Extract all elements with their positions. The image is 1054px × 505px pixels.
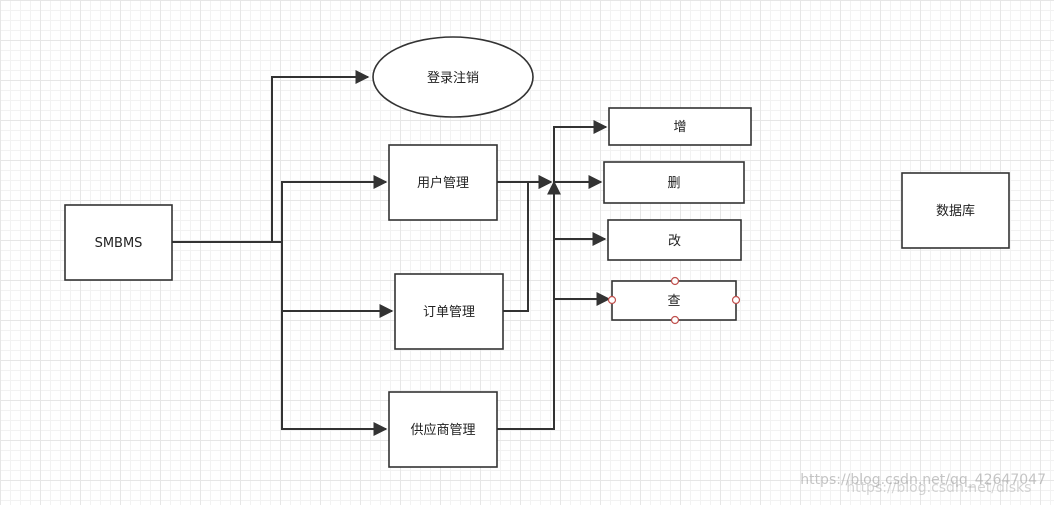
node-smbms[interactable]: SMBMS [64, 204, 173, 281]
node-add-label: 增 [673, 120, 686, 135]
node-login-label: 登录注销 [427, 71, 479, 86]
node-supplier-label: 供应商管理 [410, 422, 475, 438]
connectors [172, 70, 611, 436]
watermark-line-2: https://blog.csdn.net/disks [846, 480, 1032, 496]
node-database[interactable]: 数据库 [901, 172, 1010, 249]
resize-handle-top[interactable] [670, 276, 680, 286]
edge-smbms-login [172, 70, 370, 243]
node-user-label: 用户管理 [417, 175, 469, 191]
node-query[interactable]: 查 [607, 276, 741, 325]
node-delete-label: 删 [667, 176, 680, 191]
node-supplier-management[interactable]: 供应商管理 [388, 391, 498, 468]
edge-hub-add [553, 120, 608, 182]
node-smbms-label: SMBMS [95, 236, 143, 251]
node-order-label: 订单管理 [423, 305, 475, 320]
edge-smbms-user [172, 175, 388, 243]
edge-hub-update [553, 182, 607, 246]
node-order-management[interactable]: 订单管理 [394, 273, 504, 350]
node-login[interactable]: 登录注销 [372, 36, 534, 118]
node-delete[interactable]: 删 [603, 161, 745, 204]
edge-supplier-hub [497, 180, 561, 430]
node-update-label: 改 [668, 234, 681, 249]
resize-handle-right[interactable] [731, 295, 741, 305]
edge-smbms-supplier [172, 241, 388, 436]
resize-handle-bottom[interactable] [670, 315, 680, 325]
resize-handle-left[interactable] [607, 295, 617, 305]
node-update[interactable]: 改 [607, 219, 742, 261]
node-user-management[interactable]: 用户管理 [388, 144, 498, 221]
watermark-line-1: https://blog.csdn.net/qq_42647047 [800, 472, 1046, 488]
edge-order-hub [503, 175, 553, 312]
node-add[interactable]: 增 [608, 107, 752, 146]
node-query-label: 查 [667, 294, 680, 309]
node-database-label: 数据库 [936, 203, 975, 219]
watermark: https://blog.csdn.net/qq_42647047 https:… [800, 473, 1046, 501]
